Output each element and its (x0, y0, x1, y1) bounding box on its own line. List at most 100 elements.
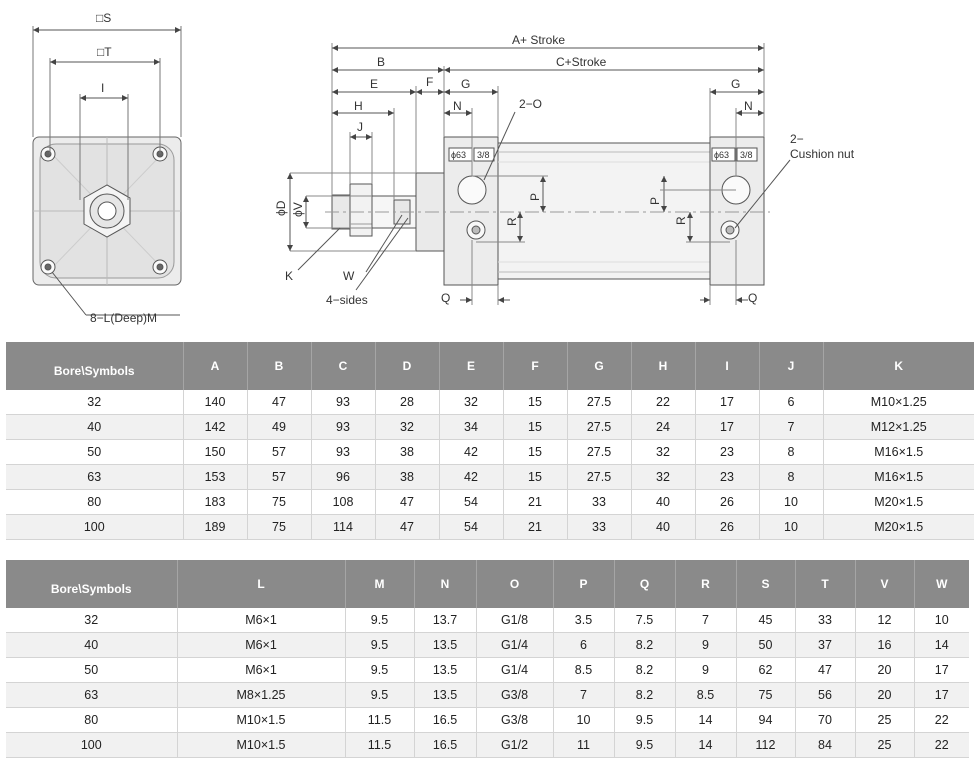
table-cell: 189 (183, 514, 248, 540)
table-cell: 75 (247, 514, 312, 540)
table-cell: 32 (631, 464, 696, 490)
table-cell: 32 (6, 390, 184, 415)
table-cell: 16 (855, 632, 915, 658)
table-cell: 50 (6, 439, 184, 465)
table2-header-cell: Q (614, 560, 676, 608)
table2-header-cell: L (177, 560, 346, 608)
table-cell: 7 (675, 608, 737, 633)
table1-header-cell: E (439, 342, 504, 390)
table1-header-cell: F (503, 342, 568, 390)
table-cell: 8 (759, 439, 824, 465)
label-N-rear: N (744, 99, 753, 113)
table-cell: 10 (914, 608, 969, 633)
table-cell: M6×1 (177, 608, 346, 633)
table-cell: 21 (503, 489, 568, 515)
table-cell: 38 (375, 439, 440, 465)
table-cell: 9.5 (614, 732, 676, 758)
table2-header-cell: Bore\Symbols (6, 560, 178, 608)
table-cell: M20×1.5 (823, 489, 974, 515)
table-cell: 38 (375, 464, 440, 490)
table-cell: 13.5 (414, 682, 477, 708)
table-cell: G1/4 (476, 632, 554, 658)
table-cell: M6×1 (177, 657, 346, 683)
table-cell: 6 (553, 632, 615, 658)
table-cell: 26 (695, 489, 760, 515)
table-cell: 9.5 (345, 608, 415, 633)
table-cell: 80 (6, 707, 178, 733)
stamp-bore-front: ϕ63 (451, 150, 466, 160)
table-cell: 150 (183, 439, 248, 465)
table-cell: 32 (439, 390, 504, 415)
label-Q-rear: Q (748, 291, 757, 305)
table-cell: 47 (247, 390, 312, 415)
table-cell: 32 (631, 439, 696, 465)
table2-header-cell: P (553, 560, 615, 608)
table-cell: 26 (695, 514, 760, 540)
table-cell: 8.5 (553, 657, 615, 683)
label-T: □T (97, 45, 112, 59)
label-G-front: G (461, 77, 470, 91)
table-cell: 13.5 (414, 632, 477, 658)
table-cell: 63 (6, 682, 178, 708)
stamp-port-front: 3/8 (477, 150, 490, 160)
end-view (32, 26, 182, 316)
table-cell: 37 (795, 632, 856, 658)
table-cell: 100 (6, 732, 178, 758)
table-cell: M8×1.25 (177, 682, 346, 708)
table-cell: 9.5 (345, 682, 415, 708)
table-cell: G1/8 (476, 608, 554, 633)
table-cell: 32 (6, 608, 178, 633)
table-cell: 50 (736, 632, 796, 658)
table-cell: 22 (631, 390, 696, 415)
table-cell: 16.5 (414, 732, 477, 758)
table2-header-cell: M (345, 560, 415, 608)
label-P-front: P (528, 193, 542, 201)
table-cell: 100 (6, 514, 184, 540)
table-cell: 28 (375, 390, 440, 415)
side-view (287, 43, 791, 305)
table-cell: 153 (183, 464, 248, 490)
table-cell: 84 (795, 732, 856, 758)
table-cell: 8.2 (614, 632, 676, 658)
table-cell: 108 (311, 489, 376, 515)
table-cell: 11 (553, 732, 615, 758)
table-cell: 8 (759, 464, 824, 490)
table-cell: 47 (375, 514, 440, 540)
table-cell: 33 (567, 514, 632, 540)
table-cell: 33 (795, 608, 856, 633)
table-cell: 75 (247, 489, 312, 515)
table-cell: 20 (855, 657, 915, 683)
table-cell: 32 (375, 414, 440, 440)
label-cushion-nut: Cushion nut (790, 147, 855, 161)
table2-header-cell: N (414, 560, 477, 608)
label-J: J (357, 120, 363, 134)
table-cell: G3/8 (476, 707, 554, 733)
table-cell: 15 (503, 390, 568, 415)
table1-header-cell: B (247, 342, 312, 390)
table-cell: 9 (675, 632, 737, 658)
table-cell: 9.5 (345, 632, 415, 658)
table1-header-cell: C (311, 342, 376, 390)
table-cell: 7 (759, 414, 824, 440)
table-cell: 50 (6, 657, 178, 683)
table-cell: 15 (503, 414, 568, 440)
table1-header-cell: J (759, 342, 824, 390)
label-N-front: N (453, 99, 462, 113)
table-cell: 17 (695, 390, 760, 415)
table-cell: 7 (553, 682, 615, 708)
table-cell: M6×1 (177, 632, 346, 658)
table-cell: 40 (6, 632, 178, 658)
table-cell: 27.5 (567, 414, 632, 440)
table-cell: M16×1.5 (823, 439, 974, 465)
table2-header-cell: T (795, 560, 856, 608)
table-cell: 40 (631, 489, 696, 515)
label-D: ϕD (274, 200, 288, 216)
table-cell: 80 (6, 489, 184, 515)
table2-header-cell: R (675, 560, 737, 608)
